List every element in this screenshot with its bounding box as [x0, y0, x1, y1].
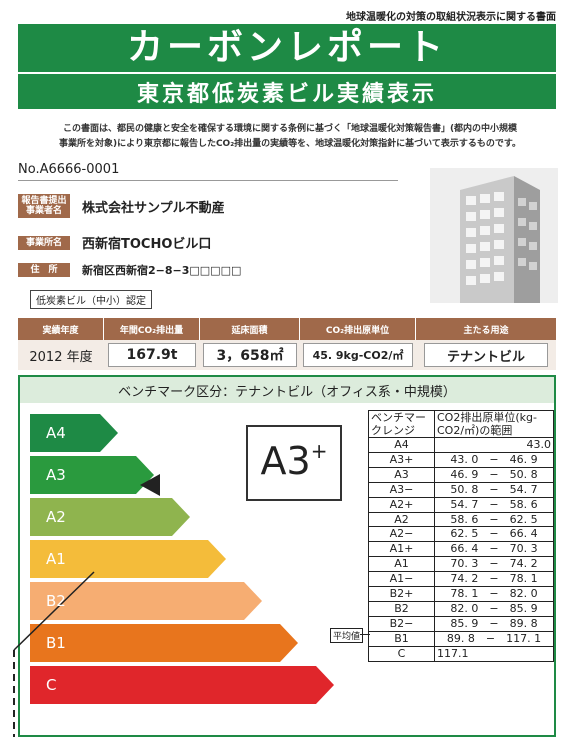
range-label: A2−: [368, 526, 435, 543]
address-row: 住 所 新宿区西新宿2−8−3□□□□□: [18, 262, 241, 278]
range-head-col2: CO2排出原単位(kg-CO2/㎡)の範囲: [434, 410, 554, 438]
range-label: A3: [368, 466, 435, 483]
range-value: 54. 7 − 58. 6: [434, 496, 554, 513]
range-label: A1+: [368, 541, 435, 558]
range-value: 117.1: [434, 645, 554, 662]
intro-text: この書面は、都民の健康と安全を確保する環境に関する条例に基づく「地球温暖化対策報…: [30, 122, 550, 152]
address-value: 新宿区西新宿2−8−3□□□□□: [82, 264, 242, 277]
average-connector: [360, 634, 370, 635]
document-number: No.A6666-0001: [18, 162, 120, 177]
value-intensity: 45. 9kg-CO2/㎡: [303, 343, 413, 367]
submitter-row: 報告書提出 事業者名 株式会社サンプル不動産: [18, 194, 225, 218]
address-tag: 住 所: [18, 263, 70, 277]
value-emission: 167.9t: [108, 343, 196, 367]
site-name: 西新宿TOCHOビル口: [82, 237, 212, 252]
grade-value: A3: [260, 439, 311, 483]
intro-line-1: この書面は、都民の健康と安全を確保する環境に関する条例に基づく「地球温暖化対策報…: [62, 124, 518, 134]
grade-pointer-icon: [140, 474, 160, 496]
range-row: B2−85. 9 − 89. 8: [368, 615, 554, 632]
range-label: B2: [368, 600, 435, 617]
band-label: B2: [46, 592, 66, 610]
report-header: カーボンレポート 東京都低炭素ビル実績表示: [18, 24, 556, 109]
range-value: 74. 2 − 78. 1: [434, 571, 554, 588]
certification-badge: 低炭素ビル（中小）認定: [30, 290, 152, 309]
header-area: 延床面積: [200, 318, 300, 340]
stats-value-row: 2012 年度 167.9t 3，658㎡ 45. 9kg-CO2/㎡ テナント…: [18, 340, 556, 370]
range-label: C: [368, 645, 435, 662]
stats-table: 実績年度 年間CO₂排出量 延床面積 CO₂排出原単位 主たる用途 2012 年…: [18, 318, 556, 370]
range-value: 89. 8 − 117. 1: [434, 630, 554, 647]
benchmark-title: ベンチマーク区分：テナントビル（オフィス系・中規模）: [20, 377, 554, 403]
range-label: A3+: [368, 451, 435, 468]
range-row: A3−50. 8 − 54. 7: [368, 481, 554, 498]
range-row: A3+43. 0 − 46. 9: [368, 451, 554, 468]
range-row: A1+66. 4 − 70. 3: [368, 541, 554, 558]
header-intensity: CO₂排出原単位: [300, 318, 416, 340]
average-label: 平均値: [330, 628, 364, 643]
intro-line-2: 事業所を対象)により東京都に報告したCO₂排出量の実績等を、地球温暖化対策指針に…: [59, 139, 521, 149]
range-row: A2−62. 5 − 66. 4: [368, 526, 554, 543]
document-number-rule: [18, 180, 398, 181]
benchmark-panel: ベンチマーク区分：テナントビル（オフィス系・中規模）: [18, 375, 556, 737]
top-note: 地球温暖化の対策の取組状況表示に関する書面: [346, 12, 556, 23]
range-value: 46. 9 − 50. 8: [434, 466, 554, 483]
range-label: A1: [368, 556, 435, 573]
band-label: A1: [46, 550, 66, 568]
header-year: 実績年度: [18, 318, 104, 340]
building-icon: [430, 168, 558, 303]
value-year: 2012 年度: [29, 349, 93, 365]
range-value: 78. 1 − 82. 0: [434, 586, 554, 602]
range-value: 50. 8 − 54. 7: [434, 481, 554, 498]
band-label: C: [46, 676, 57, 694]
range-label: A4: [368, 437, 435, 453]
band-label: A3: [46, 466, 66, 484]
range-label: B1: [368, 630, 435, 647]
range-label: A2: [368, 511, 435, 528]
range-label: A1−: [368, 571, 435, 588]
grade-sup: +: [310, 439, 328, 463]
header-divider: [18, 72, 556, 74]
range-label: A2+: [368, 496, 435, 513]
band-label: A2: [46, 508, 66, 526]
range-label: B2+: [368, 586, 435, 602]
range-value: 82. 0 − 85. 9: [434, 600, 554, 617]
range-value: 58. 6 − 62. 5: [434, 511, 554, 528]
header-use: 主たる用途: [463, 325, 509, 336]
submitter-name: 株式会社サンプル不動産: [82, 200, 225, 216]
range-value: 66. 4 − 70. 3: [434, 541, 554, 558]
band-label: B1: [46, 634, 66, 652]
submitter-tag: 報告書提出 事業者名: [18, 194, 70, 218]
stats-header-row: 実績年度 年間CO₂排出量 延床面積 CO₂排出原単位 主たる用途: [18, 318, 556, 340]
range-value: 70. 3 − 74. 2: [434, 556, 554, 573]
range-value: 62. 5 − 66. 4: [434, 526, 554, 543]
range-row: B2+78. 1 − 82. 0: [368, 586, 554, 602]
range-row: A1−74. 2 − 78. 1: [368, 571, 554, 588]
grade-box: A3+: [246, 425, 342, 501]
band-label: A4: [46, 424, 66, 442]
range-value: 43. 0 − 46. 9: [434, 451, 554, 468]
range-value: 43.0: [434, 437, 554, 453]
range-value: 85. 9 − 89. 8: [434, 615, 554, 632]
header-emission: 年間CO₂排出量: [104, 318, 200, 340]
site-row: 事業所名 西新宿TOCHOビル口: [18, 233, 211, 252]
range-head-col1: ベンチマークレンジ: [368, 410, 435, 438]
value-area: 3，658㎡: [203, 343, 297, 367]
range-row: A2+54. 7 − 58. 6: [368, 496, 554, 513]
range-label: B2−: [368, 615, 435, 632]
report-subtitle: 東京都低炭素ビル実績表示: [136, 82, 437, 107]
report-title: カーボンレポート: [126, 27, 447, 68]
value-use: テナントビル: [424, 343, 548, 367]
site-tag: 事業所名: [18, 235, 70, 250]
range-label: A3−: [368, 481, 435, 498]
